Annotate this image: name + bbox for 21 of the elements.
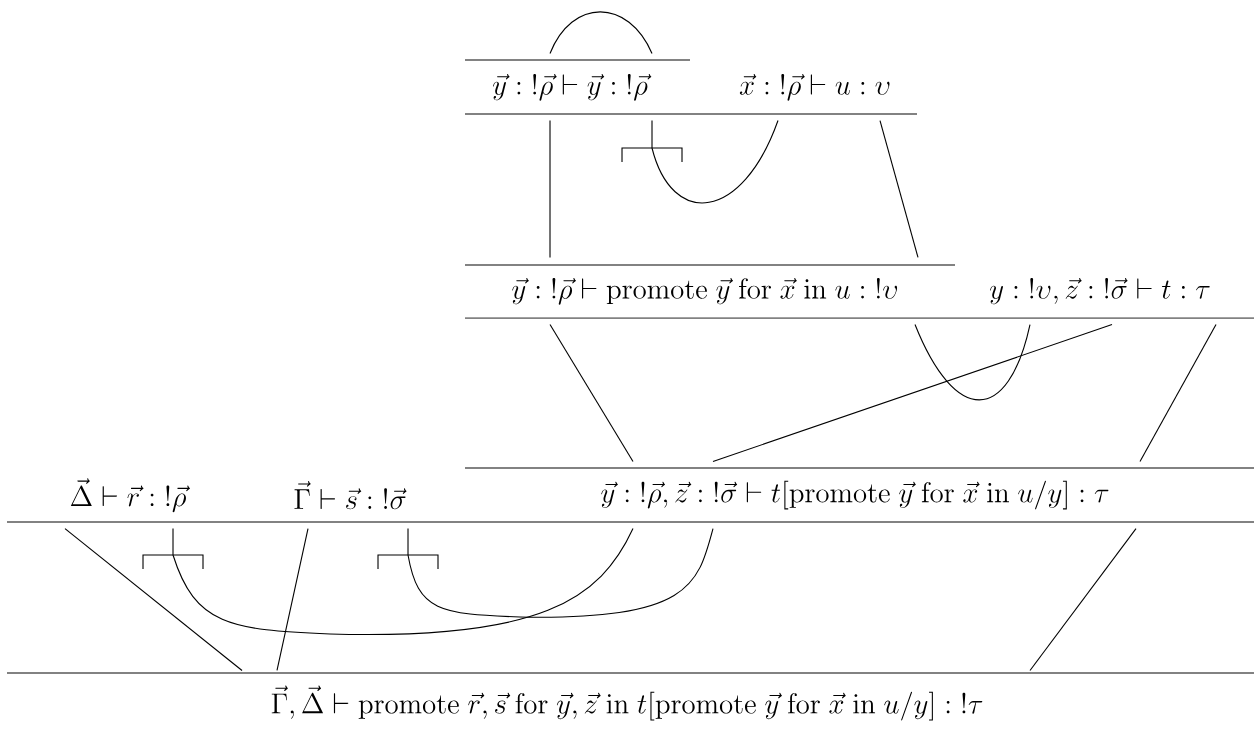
link-line [712,324,1113,462]
link-line [549,324,634,462]
link-line [651,120,779,204]
link-line [914,324,1031,401]
link-line [276,528,309,671]
sequent: $\vec{y} : {!}\vec{\rho}, \vec{z} : {!}\vec{\sigma} \vdash t[\mathrm{promote}\ \vec{y}\ \mathrm{for}\ \vec{x}\ \mathrm{in}\ u/y] : \tau$ [601,480,1109,510]
sequent: $y : {!}\upsilon, \vec{z} : {!}\vec{\sigma} \vdash t : \tau$ [990,277,1210,305]
link-line [549,120,551,258]
link-line [1029,528,1137,671]
sequent: $\vec{y} : {!}\vec{\rho} \vdash \mathrm{promote}\ \vec{y}\ \mathrm{for}\ \vec{x}\ \mathrm{in}\ u : {!}\upsilon$ [512,277,898,305]
link-line [879,120,919,258]
link-line [549,11,653,54]
link-line [64,528,243,671]
sequent: $\vec{\Delta} \vdash \vec{r} : {!}\vec{\rho}$ [70,478,190,513]
link-line [1139,324,1217,462]
sequent: $\vec{\Gamma} \vdash \vec{s} : {!}\vec{\sigma}$ [294,481,407,510]
sequent: $\vec{y} : {!}\vec{\rho} \vdash \vec{y} : {!}\vec{\rho}$ [493,73,652,101]
link-line [407,528,714,618]
link-line [172,528,634,636]
sequent: $\vec{x} : {!}\vec{\rho} \vdash u : \upsilon$ [739,73,890,101]
sequent: $\vec{\Gamma}, \vec{\Delta} \vdash \mathrm{promote}\ \vec{r}, \vec{s}\ \mathrm{for}\ \vec{y}, \vec{z}\ \mathrm{in}\ t[\mathrm{promote}\ \vec{y}\ \mathrm{for}\ \vec{x}\ \mathrm{in}\ u/y] : {!}\tau$ [271,685,983,721]
